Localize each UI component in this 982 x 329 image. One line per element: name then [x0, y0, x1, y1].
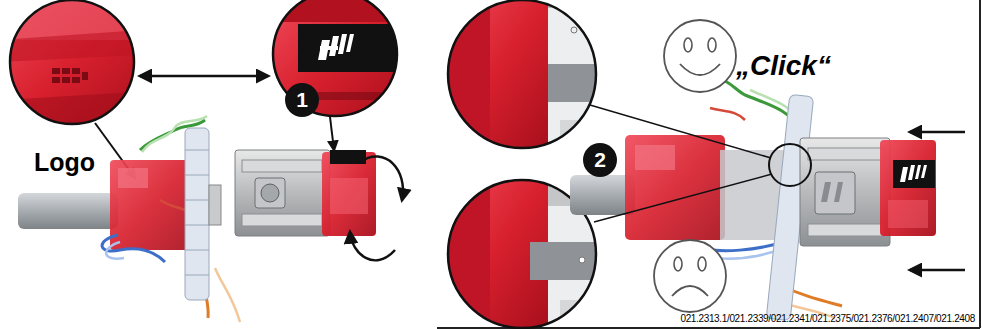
label-closeup	[270, 0, 400, 120]
compare-arrow	[140, 75, 268, 78]
leader-line	[590, 105, 771, 158]
cable-assembly	[18, 116, 240, 322]
assembled-connector	[570, 78, 936, 321]
sad-face	[654, 240, 726, 312]
jack-module	[235, 150, 403, 260]
happy-face	[664, 20, 736, 92]
callout-circle: 1	[285, 83, 319, 117]
logo-closeup	[0, 0, 140, 130]
leader-line	[594, 174, 772, 222]
callout-circle: 2	[583, 143, 617, 177]
correct-closeup	[440, 0, 610, 150]
callout-number: 1	[285, 83, 319, 117]
action-label: „Click“	[736, 50, 831, 82]
push-arrow	[910, 131, 965, 134]
panel-frame	[979, 0, 981, 328]
push-arrow	[910, 269, 965, 272]
leader-arrow	[330, 117, 334, 150]
part-label: Logo	[34, 148, 95, 177]
callout-number: 2	[583, 143, 617, 177]
article-numbers: 021.2313.1/021.2339/021.2341/021.2375/02…	[680, 313, 975, 324]
